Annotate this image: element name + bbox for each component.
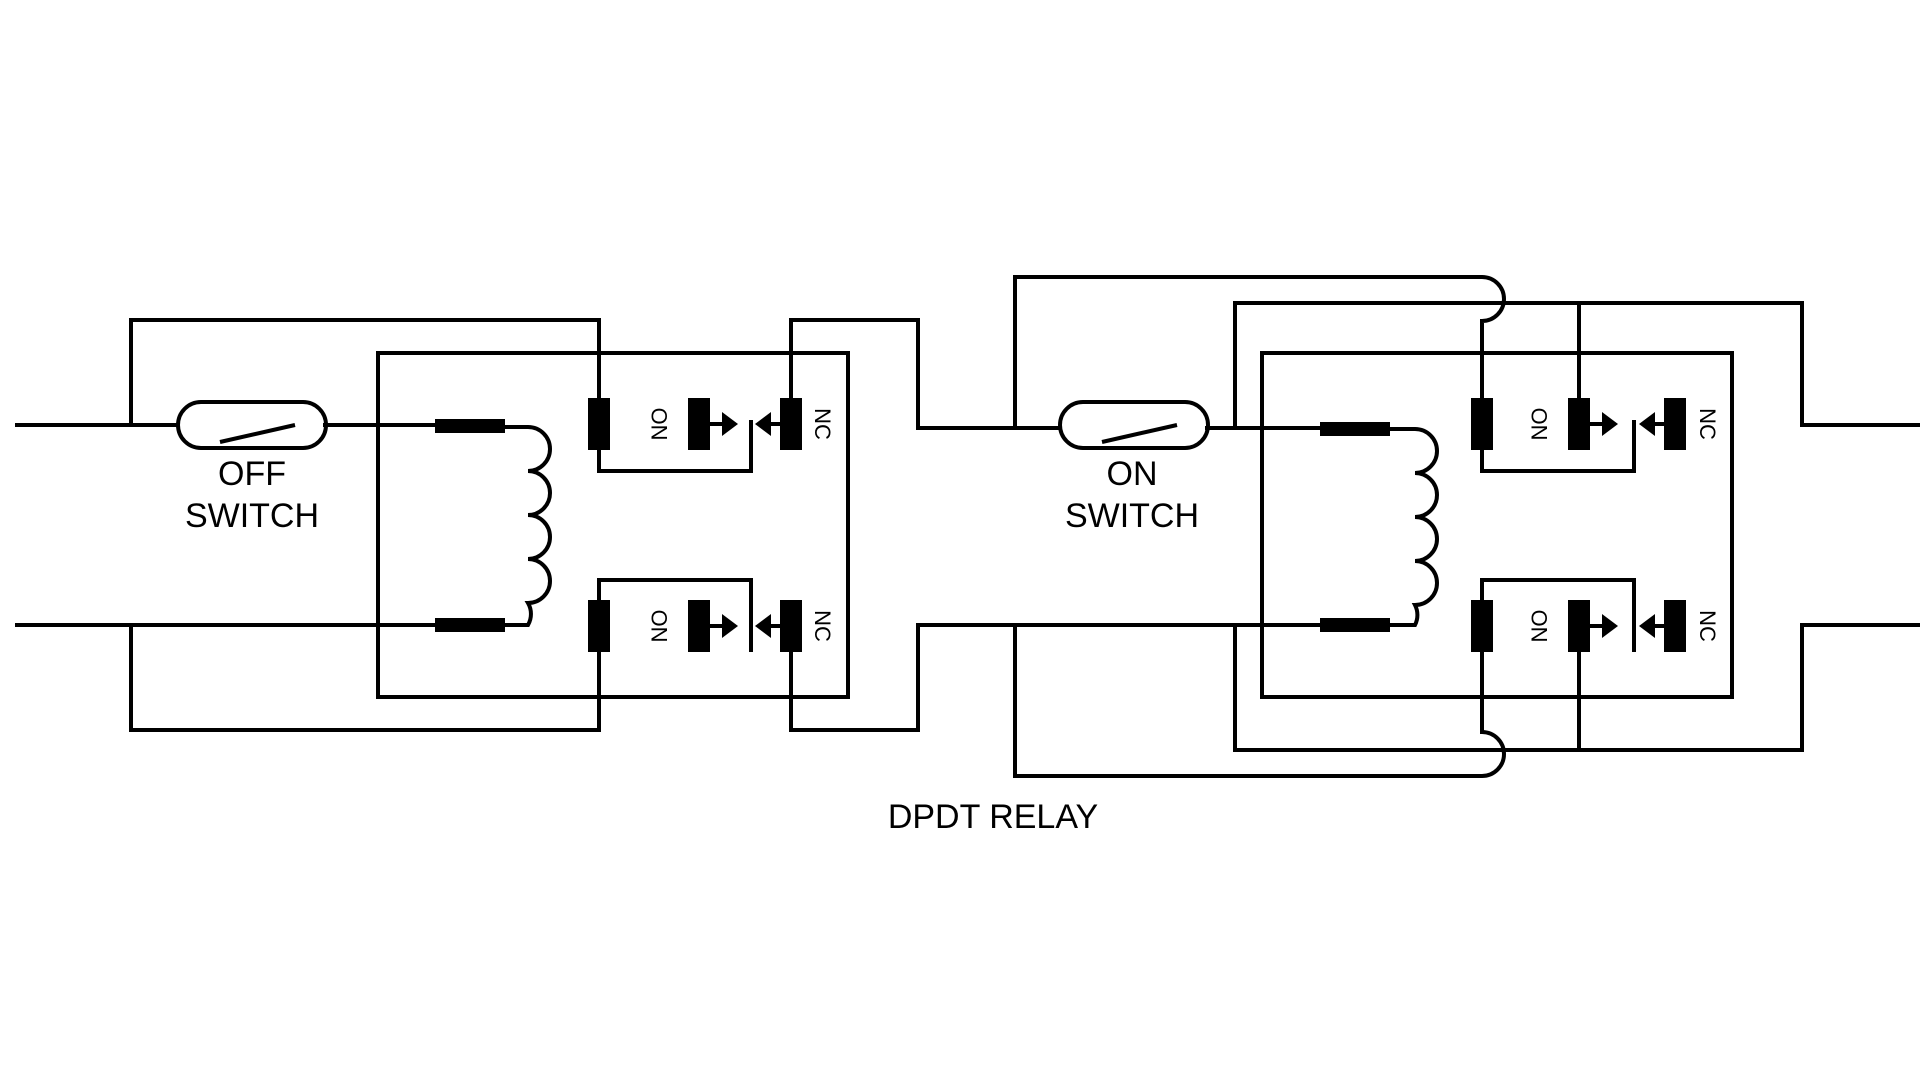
off-bottom-no-label: NO [647, 610, 672, 643]
diagram-caption: DPDT RELAY [888, 798, 1098, 836]
on-switch-label-line2: SWITCH [1065, 497, 1199, 535]
on-relay-housing [1260, 351, 1734, 699]
on-bottom-bypass [1013, 625, 1506, 778]
on-bottom-nc-label: NC [1695, 610, 1720, 642]
on-top-contacts [1471, 303, 1686, 473]
on-top-no-label: NO [1527, 408, 1552, 441]
off-bottom-nc-label: NC [810, 610, 835, 642]
on-top-nc-label: NC [1695, 408, 1720, 440]
on-bottom-crossover [1233, 623, 1920, 752]
off-reed-switch [176, 400, 328, 450]
off-switch-label-line2: SWITCH [185, 497, 319, 535]
off-bottom-contacts [588, 578, 1015, 732]
off-top-no-label: NO [647, 408, 672, 441]
on-top-bypass [1013, 275, 1506, 428]
on-relay-coil [1320, 422, 1439, 632]
on-bottom-contacts [1471, 578, 1686, 750]
off-circuit: NO NC NO NC OFF SWITCH [15, 318, 1015, 732]
on-circuit: NO NC NO NC ON SWITCH [1013, 275, 1920, 778]
off-bottom-wire [15, 623, 601, 732]
off-top-wire [15, 318, 601, 427]
off-relay-coil [435, 419, 552, 632]
off-top-nc-label: NC [810, 408, 835, 440]
off-top-contacts [588, 318, 1015, 473]
on-reed-switch [1058, 400, 1210, 450]
on-top-crossover [1233, 301, 1920, 428]
off-relay-housing [376, 351, 850, 699]
off-switch-label-line1: OFF [218, 455, 286, 493]
on-switch-label-line1: ON [1107, 455, 1158, 493]
on-bottom-no-label: NO [1527, 610, 1552, 643]
